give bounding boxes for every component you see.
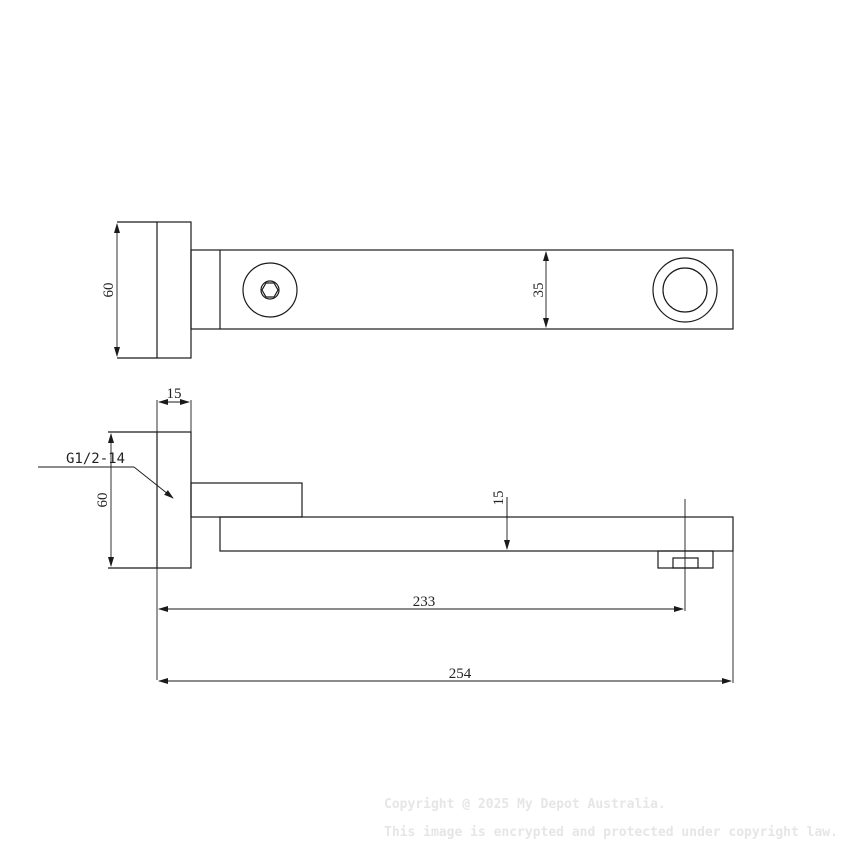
watermark-line-1: Copyright @ 2025 My Depot Australia. [384,797,666,812]
dim-233: 233 [413,594,436,610]
dim-top-35: 35 [531,283,547,298]
aerator-inner [662,267,708,313]
dim-top-60: 60 [101,283,117,298]
side-view: 15 60 G1/2-14 15 233 254 [38,386,734,684]
hex-socket-icon [261,282,279,298]
aerator-side [657,550,714,569]
aerator-outer [652,257,718,323]
thread-callout: G1/2-14 [66,451,125,467]
spout-connector [190,482,303,518]
top-view: 60 35 [101,221,734,359]
backplate-top [156,221,192,359]
dim-side-15-depth: 15 [167,386,182,402]
spout-body-top [190,249,734,330]
screw-ring [242,262,298,318]
watermark-line-2: This image is encrypted and protected un… [384,825,838,840]
spout-arm [219,516,734,552]
backplate-side [156,431,192,569]
dim-side-60: 60 [95,493,111,508]
dim-side-15-thickness: 15 [491,491,507,506]
dim-254: 254 [449,666,472,682]
